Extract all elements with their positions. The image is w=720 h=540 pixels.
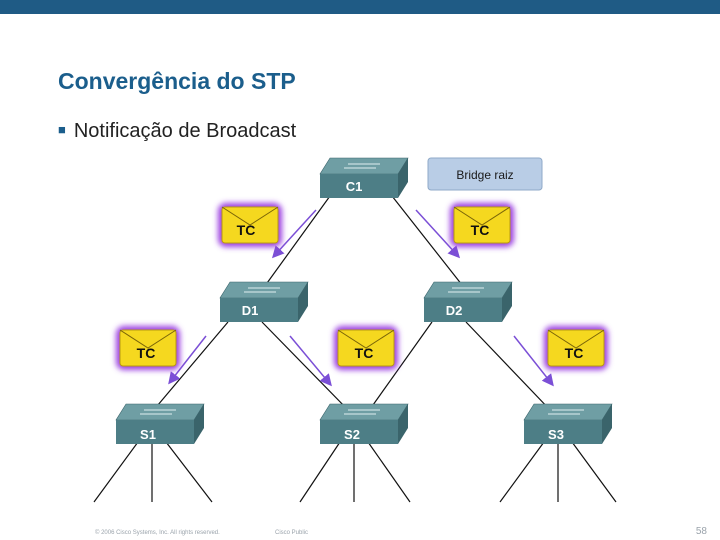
tc-envelope-c1-d2: TC (450, 203, 514, 247)
page-number: 58 (695, 526, 707, 537)
switch-s3: S3 (523, 403, 613, 444)
tc-envelope-d1-s1: TC (116, 326, 180, 370)
switch-label-s2: S2 (344, 427, 360, 442)
tc-label: TC (137, 345, 156, 361)
tc-label: TC (471, 222, 490, 238)
link-s2-c (367, 441, 411, 503)
link-d1-s1 (151, 321, 229, 413)
switch-label-d1: D1 (242, 303, 259, 318)
link-c1-d1 (261, 195, 331, 291)
root-bridge-text: Bridge raiz (456, 168, 513, 182)
top-banner (0, 0, 720, 14)
tc-label: TC (237, 222, 256, 238)
switch-d2: D2 (423, 281, 513, 322)
link-s1-a (93, 441, 139, 503)
tc-envelope-d2-s3: TC (544, 326, 608, 370)
link-s3-c (571, 441, 617, 503)
link-s3-a (499, 441, 545, 503)
switch-label-s3: S3 (548, 427, 564, 442)
links (93, 195, 617, 503)
switch-label-c1: C1 (346, 179, 363, 194)
link-c1-d2 (391, 195, 467, 291)
arrow-c1-d1 (271, 209, 317, 259)
footer-copyright: © 2006 Cisco Systems, Inc. All rights re… (95, 530, 220, 536)
bullet-item: ■ Notificação de Broadcast (58, 120, 296, 143)
arrow-d1-s1 (168, 335, 207, 385)
footer-classification: Cisco Public (275, 530, 309, 536)
switch-d1: D1 (219, 281, 309, 322)
tc-envelope-d1-s2: TC (334, 326, 398, 370)
switch-c1: C1 (319, 157, 409, 198)
link-d2-s3 (465, 321, 553, 413)
arrow-c1-d2 (415, 209, 461, 259)
switch-label-d2: D2 (446, 303, 463, 318)
switch-s1: S1 (115, 403, 205, 444)
switch-s2: S2 (319, 403, 409, 444)
switch-label-s1: S1 (140, 427, 156, 442)
bullet-text: Notificação de Broadcast (73, 120, 297, 142)
arrow-d2-s3 (513, 335, 554, 387)
tc-label: TC (355, 345, 374, 361)
tc-arrows (168, 209, 554, 387)
link-d1-s2 (261, 321, 351, 413)
link-d2-s2 (367, 321, 433, 413)
tc-label: TC (565, 345, 584, 361)
bullet-square-icon: ■ (58, 122, 66, 137)
arrow-d1-s2 (289, 335, 332, 387)
link-s2-a (299, 441, 341, 503)
tc-envelope-c1-d1: TC (218, 203, 282, 247)
root-bridge-label: Bridge raiz (427, 157, 543, 191)
slide-title: Convergência do STP (58, 68, 296, 94)
link-s1-c (165, 441, 213, 503)
